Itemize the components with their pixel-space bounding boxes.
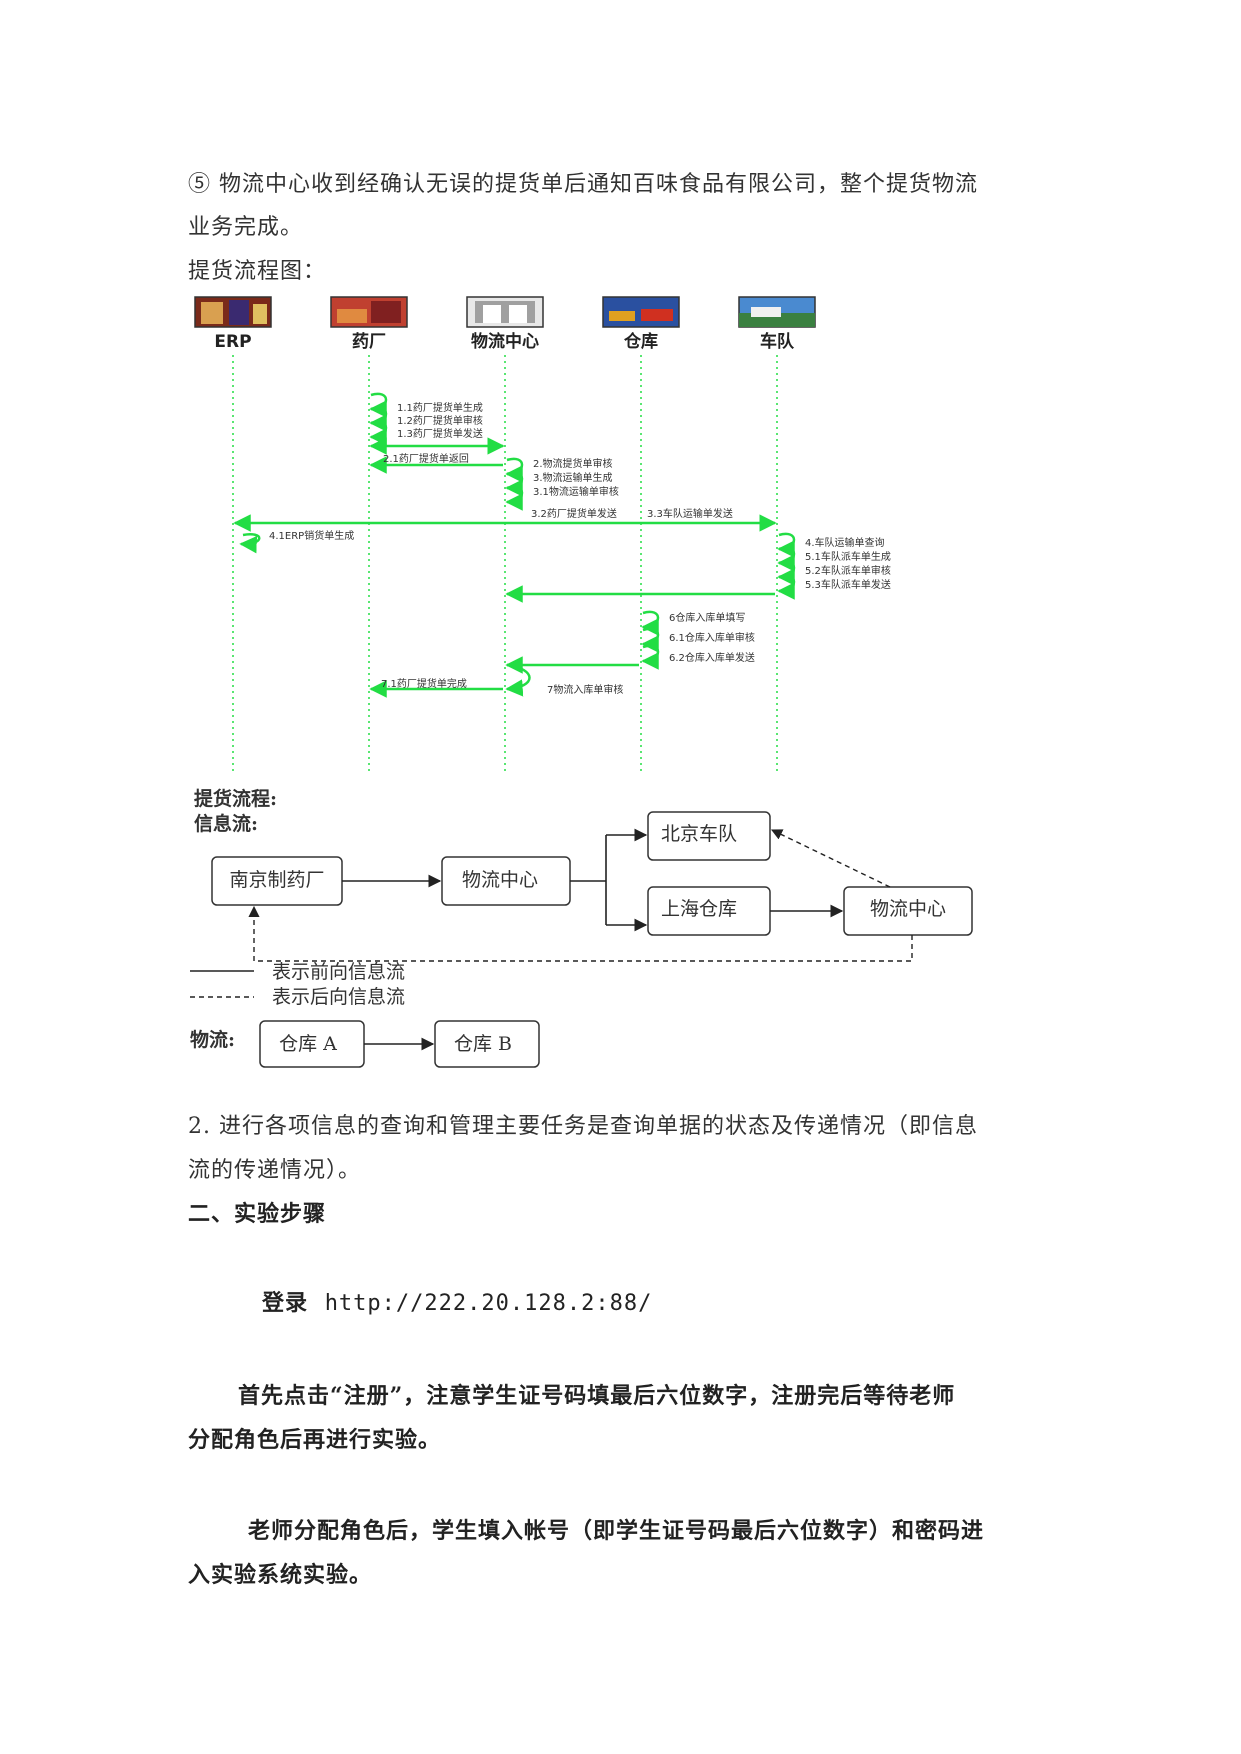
dashed-arrow-to-nanjing [248,905,913,962]
msg-7: 7物流入库单审核 [547,683,623,696]
msg-3: 3.物流运输单生成 [533,471,613,484]
node-logistics-center-2: 物流中心 [843,886,973,936]
msg-1-1: 1.1药厂提货单生成 [397,401,483,414]
login-url-link[interactable]: http://222.20.128.2:88/ [324,1291,653,1316]
figure-caption: 提货流程图： [188,259,327,284]
self-loop-4-1 [239,533,261,554]
msg-3-1: 3.1物流运输单审核 [533,485,619,498]
node-warehouse-b-label: 仓库 B [454,1033,512,1055]
sequence-diagram: ERP 药厂 物流中心 仓库 车队 [194,296,891,773]
node-warehouse-b: 仓库 B [434,1020,540,1068]
paragraph-2-line-2: 流的传递情况）。 [188,1158,362,1183]
msg-7-1: 7.1药厂提货单完成 [381,677,467,690]
section-heading: 二、实验步骤 [188,1201,327,1227]
msg-2-1: 2.1药厂提货单返回 [383,452,469,465]
dashed-arrow-to-beijing [770,829,891,888]
msg-5-1: 5.1车队派车单生成 [805,550,891,563]
self-loop-3-1 [505,485,524,511]
msg-1-2: 1.2药厂提货单审核 [397,414,483,427]
node-warehouse-a-label: 仓库 A [279,1033,337,1055]
warehouse-photo-icon [602,296,680,328]
node-logistics-center-1-label: 物流中心 [462,869,538,891]
node-shanghai-warehouse: 上海仓库 [647,886,771,936]
node-nanjing-pharmacy-label: 南京制药厂 [229,869,324,891]
info-flow-diagram: 提货流程: 信息流: 南京制药厂 物流中心 北京车队 上海仓库 物流中心 表示前… [190,787,973,1068]
self-loop-6-2 [641,644,660,670]
lane-label-erp: ERP [214,332,251,352]
paragraph-5-line-2: 业务完成。 [188,215,304,240]
self-loop-7 [505,663,531,697]
legend-forward-label: 表示前向信息流 [272,961,405,983]
node-logistics-center-1: 物流中心 [441,856,571,906]
msg-4-1: 4.1ERP销货单生成 [269,529,354,542]
step-1-line-1: 首先点击“注册”，注意学生证号码填最后六位数字，注册完后等待老师 [238,1383,956,1409]
legend-backward-label: 表示后向信息流 [272,986,405,1008]
info-flow-label: 信息流: [194,812,258,835]
msg-4: 4.车队运输单查询 [805,536,885,549]
msg-5-2: 5.2车队派车单审核 [805,564,891,577]
lifelines [232,355,778,773]
step-2-line-2: 入实验系统实验。 [188,1562,373,1588]
login-line: 登录 http://222.20.128.2:88/ [262,1285,652,1317]
login-label: 登录 [262,1290,309,1316]
msg-5-3: 5.3车队派车单发送 [805,578,891,591]
node-warehouse-a: 仓库 A [259,1020,365,1068]
lane-label-pharmacy: 药厂 [352,331,386,352]
self-loop-6 [641,610,660,636]
paragraph-5-line-1: ⑤ 物流中心收到经确认无误的提货单后通知百味食品有限公司，整个提货物流 [188,172,978,197]
msg-6: 6仓库入库单填写 [669,611,745,624]
node-shanghai-warehouse-label: 上海仓库 [661,898,737,920]
lane-label-fleet: 车队 [760,331,795,352]
flow-title: 提货流程: [194,787,277,810]
erp-photo-icon [194,296,272,328]
step-2-line-1: 老师分配角色后，学生填入帐号（即学生证号码最后六位数字）和密码进 [248,1518,985,1544]
msg-6-1: 6.1仓库入库单审核 [669,631,755,644]
msg-3-3: 3.3车队运输单发送 [647,507,733,520]
lane-label-logistics-center: 物流中心 [471,331,539,352]
self-loop-6-1 [641,627,660,653]
node-beijing-fleet-label: 北京车队 [661,823,737,845]
msg-3-2: 3.2药厂提货单发送 [531,507,617,520]
node-logistics-center-2-label: 物流中心 [870,898,946,920]
msg-1-3: 1.3药厂提货单发送 [397,427,483,440]
lane-label-warehouse: 仓库 [623,331,658,352]
fleet-photo-icon [738,296,816,328]
logistics-center-photo-icon [466,296,544,328]
node-beijing-fleet: 北京车队 [647,811,771,861]
self-loop-5-3 [777,574,796,600]
msg-2: 2.物流提货单审核 [533,457,613,470]
msg-6-2: 6.2仓库入库单发送 [669,651,755,664]
step-1-line-2: 分配角色后再进行实验。 [188,1427,442,1453]
paragraph-2-line-1: 2. 进行各项信息的查询和管理主要任务是查询单据的状态及传递情况（即信息 [188,1114,978,1139]
physical-flow-label: 物流: [190,1028,235,1051]
node-nanjing-pharmacy: 南京制药厂 [211,856,343,906]
pharmacy-photo-icon [330,296,408,328]
self-loop-1-3 [369,420,388,446]
